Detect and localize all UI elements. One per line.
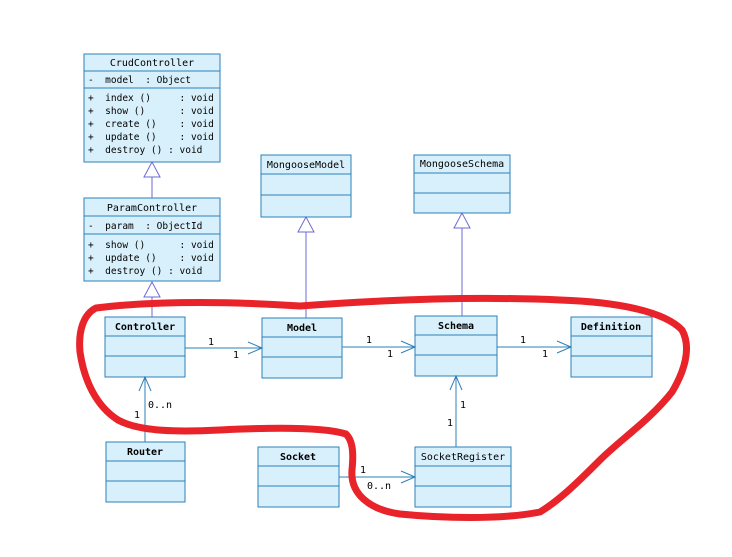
operation-create: + create () : void xyxy=(88,119,214,130)
multiplicity-source: 1 xyxy=(366,335,372,346)
class-name: Schema xyxy=(438,321,474,332)
class-name: SocketRegister xyxy=(421,452,505,463)
class-mongoose-schema[interactable]: MongooseSchema xyxy=(413,154,511,214)
association-schema-definition: 1 1 xyxy=(497,335,573,360)
class-name: Socket xyxy=(280,452,316,463)
association-model-schema: 1 1 xyxy=(342,335,417,360)
class-definition[interactable]: Definition xyxy=(570,316,653,378)
class-name: Router xyxy=(127,447,163,458)
operation-destroy: + destroy () : void xyxy=(88,145,202,156)
multiplicity-target: 1 xyxy=(387,349,393,360)
multiplicity-source: 1 xyxy=(208,337,214,348)
multiplicity-target: 1 xyxy=(542,349,548,360)
class-name: MongooseSchema xyxy=(420,159,504,170)
multiplicity-target: 0..n xyxy=(148,400,172,411)
class-name: Controller xyxy=(115,322,175,333)
operation-index: + index () : void xyxy=(88,93,214,104)
class-param-controller[interactable]: ParamController - param : ObjectId + sho… xyxy=(83,197,221,282)
multiplicity-target: 1 xyxy=(460,400,466,411)
class-socket[interactable]: Socket xyxy=(257,446,340,508)
multiplicity-target: 1 xyxy=(233,350,239,361)
class-crud-controller[interactable]: CrudController - model : Object + index … xyxy=(83,53,221,163)
class-name: ParamController xyxy=(107,203,197,214)
class-model[interactable]: Model xyxy=(261,317,343,379)
multiplicity-target: 0..n xyxy=(367,481,391,492)
class-name: MongooseModel xyxy=(267,160,345,171)
association-socketregister-schema: 1 1 xyxy=(447,374,466,447)
class-name: CrudController xyxy=(110,58,194,69)
class-name: Model xyxy=(287,323,317,334)
class-router[interactable]: Router xyxy=(105,441,186,503)
operation-update: + update () : void xyxy=(88,132,214,143)
class-socket-register[interactable]: SocketRegister xyxy=(414,446,512,508)
class-mongoose-model[interactable]: MongooseModel xyxy=(260,154,352,218)
multiplicity-source: 1 xyxy=(447,418,453,429)
association-controller-model: 1 1 xyxy=(185,337,264,361)
inheritance-param-to-crud xyxy=(143,160,161,198)
operation-show: + show () : void xyxy=(88,106,214,117)
inheritance-controller-to-param xyxy=(143,280,161,317)
attribute-model: - model : Object xyxy=(88,75,191,86)
multiplicity-source: 1 xyxy=(360,465,366,476)
operation-destroy: + destroy () : void xyxy=(88,266,202,277)
class-name: Definition xyxy=(581,321,641,333)
attribute-param: - param : ObjectId xyxy=(88,221,202,232)
class-schema[interactable]: Schema xyxy=(414,315,498,377)
class-controller[interactable]: Controller xyxy=(104,316,186,378)
operation-show: + show () : void xyxy=(88,240,214,251)
multiplicity-source: 1 xyxy=(520,335,526,346)
multiplicity-source: 1 xyxy=(134,410,140,421)
highlight-scribble xyxy=(76,294,691,521)
operation-update: + update () : void xyxy=(88,253,214,264)
